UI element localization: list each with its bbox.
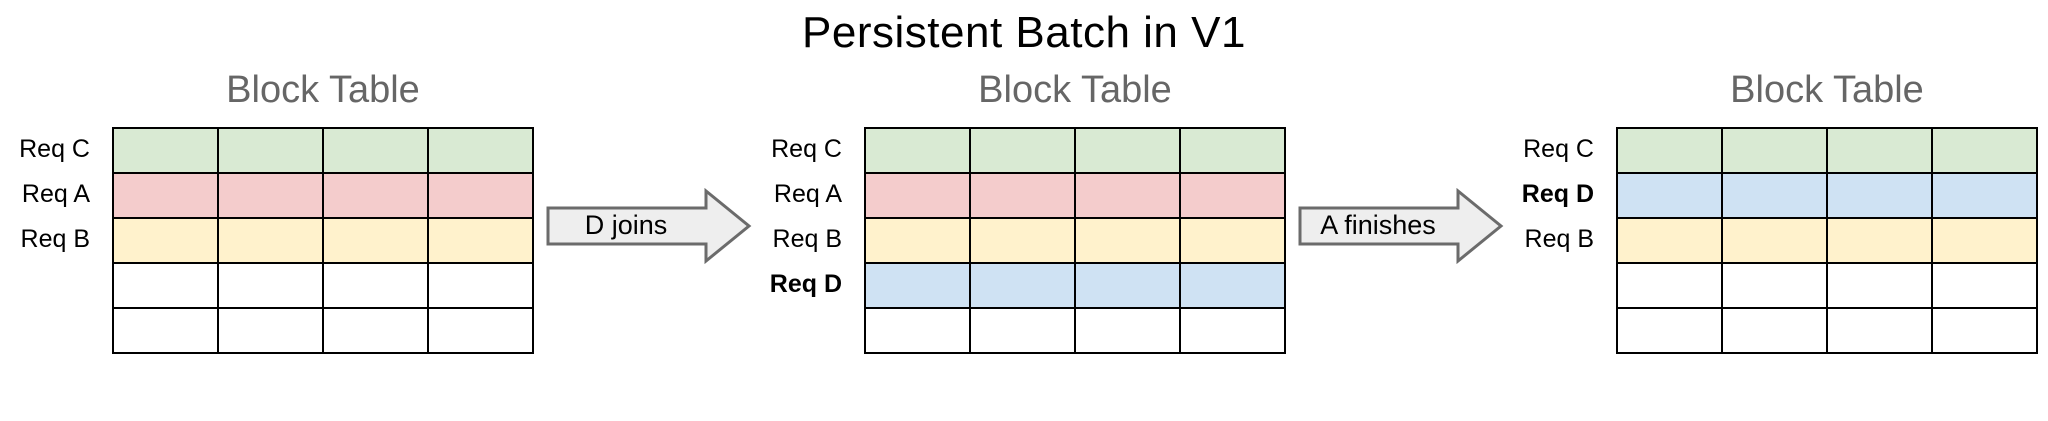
block-cell: [1618, 264, 1721, 307]
block-cell: [1933, 264, 2036, 307]
block-cell: [1076, 174, 1179, 217]
row-label: Req B: [20, 225, 90, 253]
block-cell: [971, 264, 1074, 307]
block-cell: [429, 129, 532, 172]
block-cell: [114, 309, 217, 352]
block-cell: [219, 219, 322, 262]
block-cell: [114, 219, 217, 262]
block-cell: [114, 264, 217, 307]
diagram-row: Req C Req A Req B Block Table D joins Req …: [12, 68, 2048, 354]
transition-arrow-d-joins: D joins: [546, 188, 752, 264]
transition-arrow-a-finishes: A finishes: [1298, 188, 1504, 264]
block-arrow-right-icon: [1298, 188, 1504, 264]
block-cell: [1076, 219, 1179, 262]
block-cell: [1828, 264, 1931, 307]
block-cell: [1181, 219, 1284, 262]
block-cell: [1933, 129, 2036, 172]
block-cell: [324, 264, 427, 307]
row-label: [842, 307, 864, 352]
block-cell: [1723, 174, 1826, 217]
block-cell: [1723, 219, 1826, 262]
block-cell: [1933, 309, 2036, 352]
row-label: Req B: [1524, 225, 1594, 253]
row-label: Req C: [771, 135, 842, 163]
arrow-label: A finishes: [1320, 209, 1436, 240]
row-label: Req A: [21, 180, 90, 208]
diagram-title: Persistent Batch in V1: [802, 8, 1246, 57]
table-heading: Block Table: [226, 69, 420, 111]
block-cell: [219, 264, 322, 307]
block-cell: [1933, 174, 2036, 217]
block-cell: [971, 129, 1074, 172]
row-label: [90, 262, 112, 307]
block-cell: [866, 309, 969, 352]
row-label: Req B: [772, 225, 842, 253]
block-cell: [219, 174, 322, 217]
row-label: Req C: [1523, 135, 1594, 163]
block-cell: [1181, 309, 1284, 352]
block-cell: [1618, 129, 1721, 172]
block-cell: [219, 309, 322, 352]
block-table-grid: [1616, 127, 2038, 354]
table-heading: Block Table: [978, 69, 1172, 111]
block-cell: [971, 309, 1074, 352]
block-cell: [971, 174, 1074, 217]
block-cell: [429, 174, 532, 217]
block-table-group-1: Req C Req A Req B Block Table: [12, 68, 534, 354]
block-cell: [1828, 129, 1931, 172]
block-cell: [1181, 264, 1284, 307]
block-cell: [324, 309, 427, 352]
row-label: [1594, 262, 1616, 307]
block-table-group-3: Req C Req D Req B Block Table: [1516, 68, 2038, 354]
block-cell: [866, 174, 969, 217]
block-cell: [1723, 129, 1826, 172]
block-cell: [866, 219, 969, 262]
row-label: Req A: [773, 180, 842, 208]
block-cell: [324, 129, 427, 172]
row-label: Req C: [19, 135, 90, 163]
block-cell: [324, 219, 427, 262]
block-cell: [1723, 309, 1826, 352]
block-cell: [1723, 264, 1826, 307]
block-cell: [1076, 309, 1179, 352]
block-cell: [1828, 174, 1931, 217]
block-cell: [1618, 309, 1721, 352]
block-cell: [429, 309, 532, 352]
row-label: [90, 307, 112, 352]
block-cell: [1181, 129, 1284, 172]
block-cell: [866, 129, 969, 172]
block-cell: [219, 129, 322, 172]
block-table-grid: [112, 127, 534, 354]
block-cell: [1618, 174, 1721, 217]
row-label: Req D: [769, 270, 842, 298]
block-cell: [114, 129, 217, 172]
block-cell: [1076, 129, 1179, 172]
block-cell: [114, 174, 217, 217]
block-cell: [1618, 219, 1721, 262]
table-wrap: Block Table: [112, 68, 534, 354]
block-cell: [1828, 309, 1931, 352]
block-cell: [1181, 174, 1284, 217]
table-wrap: Block Table: [1616, 68, 2038, 354]
row-labels-column: Req C Req A Req B: [12, 127, 112, 352]
block-cell: [971, 219, 1074, 262]
block-cell: [429, 264, 532, 307]
block-table-group-2: Req C Req A Req B Req D Block Table: [764, 68, 1286, 354]
table-wrap: Block Table: [864, 68, 1286, 354]
arrow-label: D joins: [584, 209, 668, 240]
block-cell: [324, 174, 427, 217]
block-cell: [429, 219, 532, 262]
table-heading: Block Table: [1730, 69, 1924, 111]
row-label: [1594, 307, 1616, 352]
block-cell: [1828, 219, 1931, 262]
row-labels-column: Req C Req D Req B: [1516, 127, 1616, 352]
block-cell: [1076, 264, 1179, 307]
block-cell: [1933, 219, 2036, 262]
block-cell: [866, 264, 969, 307]
row-labels-column: Req C Req A Req B Req D: [764, 127, 864, 352]
block-arrow-right-icon: [546, 188, 752, 264]
block-table-grid: [864, 127, 1286, 354]
row-label: Req D: [1521, 180, 1594, 208]
